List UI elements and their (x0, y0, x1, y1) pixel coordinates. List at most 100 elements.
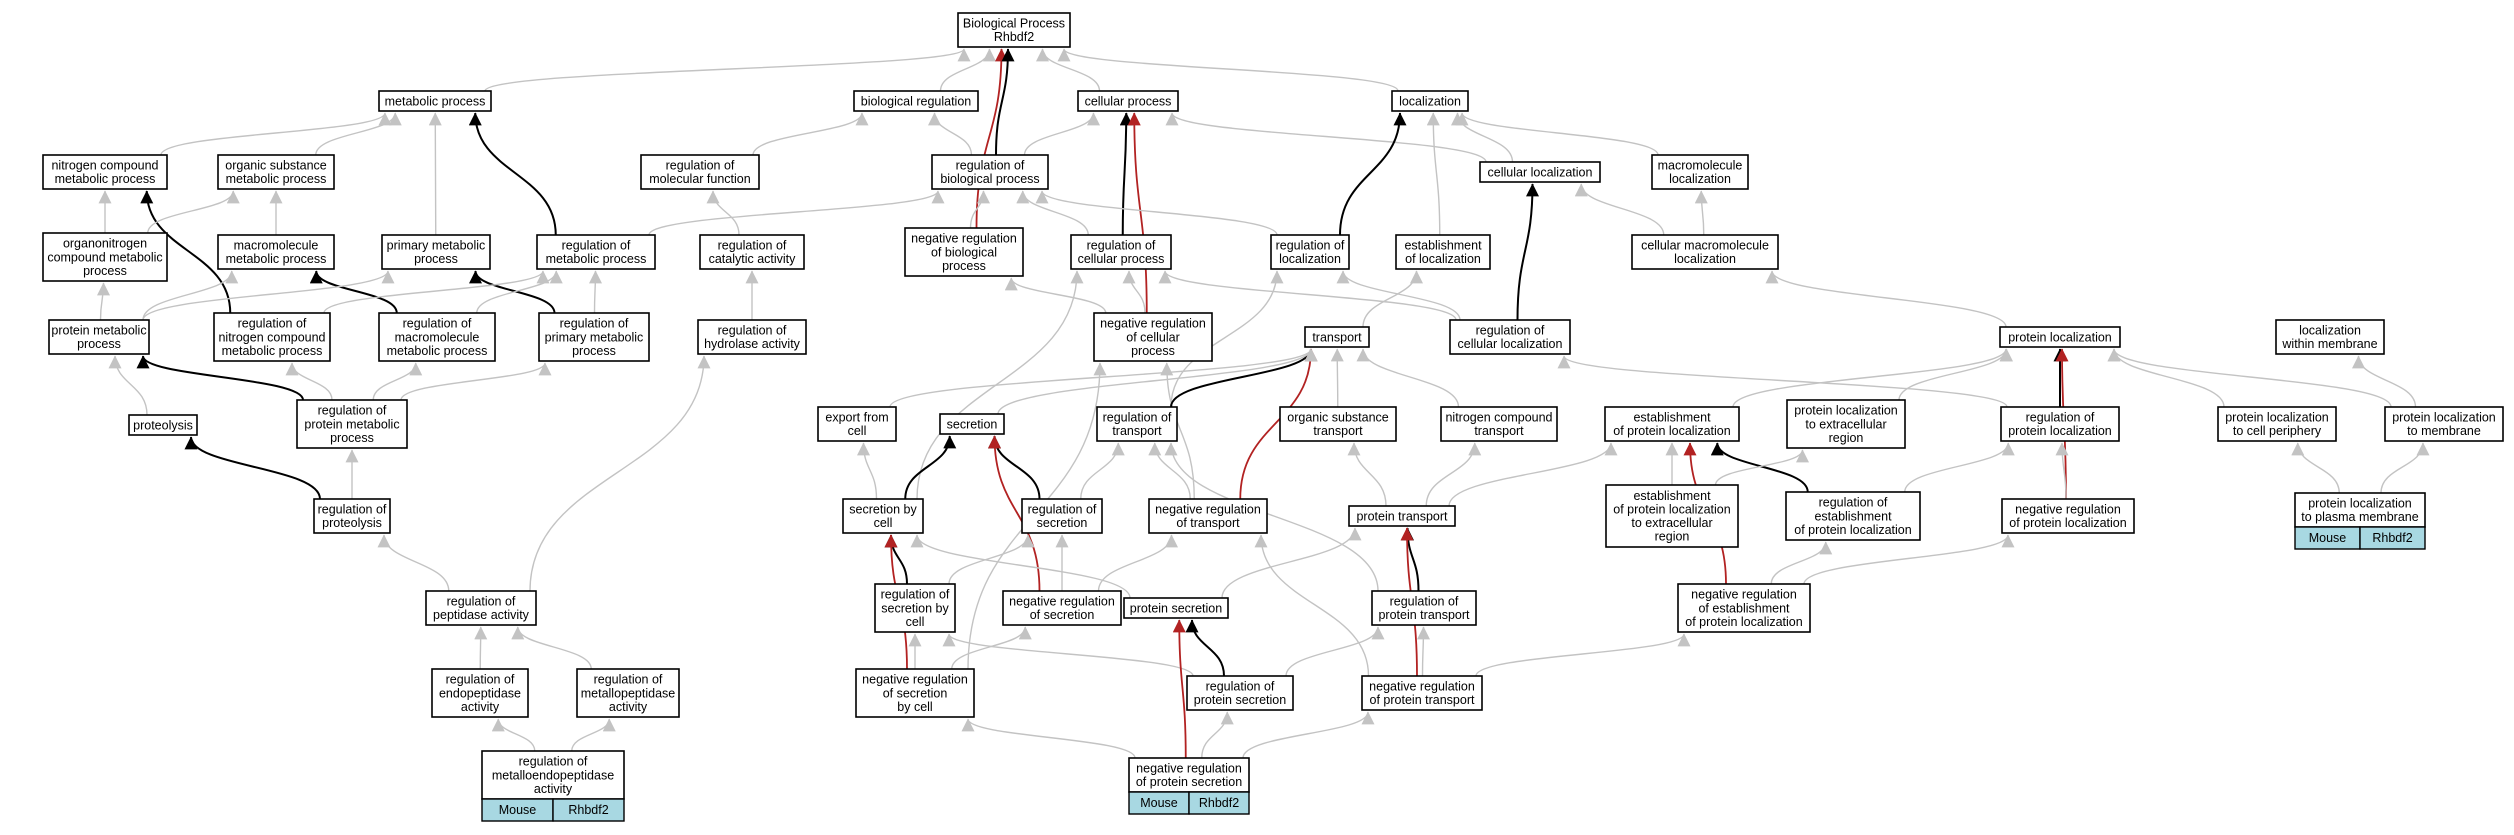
term-label-line: transport (1313, 424, 1363, 438)
term-label-line: regulation of (718, 239, 787, 253)
term-box (2217, 406, 2337, 442)
edge-negregprotsecretion-to-negregprottransport (1242, 711, 1375, 759)
edge-protmetab-to-organonitrogen (96, 282, 110, 321)
term-localization[interactable]: localization (1391, 90, 1469, 112)
term-celllocal[interactable]: cellular localization (1479, 161, 1601, 183)
term-label-line: process (330, 431, 374, 445)
term-label-line: negative regulation (1136, 762, 1242, 776)
term-box (1631, 234, 1779, 270)
term-proteolysis[interactable]: proteolysis (128, 414, 198, 436)
term-transport[interactable]: transport (1304, 326, 1370, 348)
edge-regsecretion-to-regtransport (1080, 442, 1125, 500)
term-label-line: protein localization (1794, 404, 1898, 418)
term-label-line: cellular localization (1488, 165, 1593, 179)
term-regmetalloendo[interactable]: regulation ofmetalloendopeptidaseactivit… (481, 750, 625, 822)
term-box (1361, 675, 1483, 711)
term-label-line: metabolic process (546, 252, 647, 266)
edge-negregbio-to-root (975, 48, 1008, 229)
term-bioreg[interactable]: biological regulation (853, 90, 979, 112)
term-label-line: of biological (931, 245, 997, 259)
term-box (42, 154, 168, 190)
term-box (296, 399, 408, 449)
edge-regmetalloendo-to-regendopep (491, 718, 536, 752)
term-label-line: regulation of (562, 239, 631, 253)
term-label-line: establishment (1814, 509, 1892, 523)
term-box (425, 590, 537, 626)
term-label-line: regulation of (594, 673, 663, 687)
term-box (481, 750, 625, 800)
term-protloc[interactable]: protein localization (1999, 326, 2121, 348)
term-cellproc[interactable]: cellular process (1077, 90, 1179, 112)
term-prottransport[interactable]: protein transport (1348, 505, 1456, 527)
term-label-line: to extracellular (1805, 417, 1886, 431)
term-metabolic[interactable]: metabolic process (378, 90, 492, 112)
term-label-line: process (942, 259, 986, 273)
term-label-line: metabolic process (226, 172, 327, 186)
term-secretion[interactable]: secretion (939, 413, 1005, 435)
term-box (1391, 90, 1469, 112)
term-box (1604, 406, 1740, 442)
term-label-line: negative regulation (2015, 503, 2121, 517)
edge-regcellloc-to-celllocal (1516, 183, 1539, 321)
term-label-line: of localization (1405, 252, 1481, 266)
term-protsecretion[interactable]: protein secretion (1123, 597, 1229, 619)
edge-negregprotsecretion-to-negregsecbycell (961, 718, 1136, 759)
term-label-line: regulation of (238, 317, 307, 331)
